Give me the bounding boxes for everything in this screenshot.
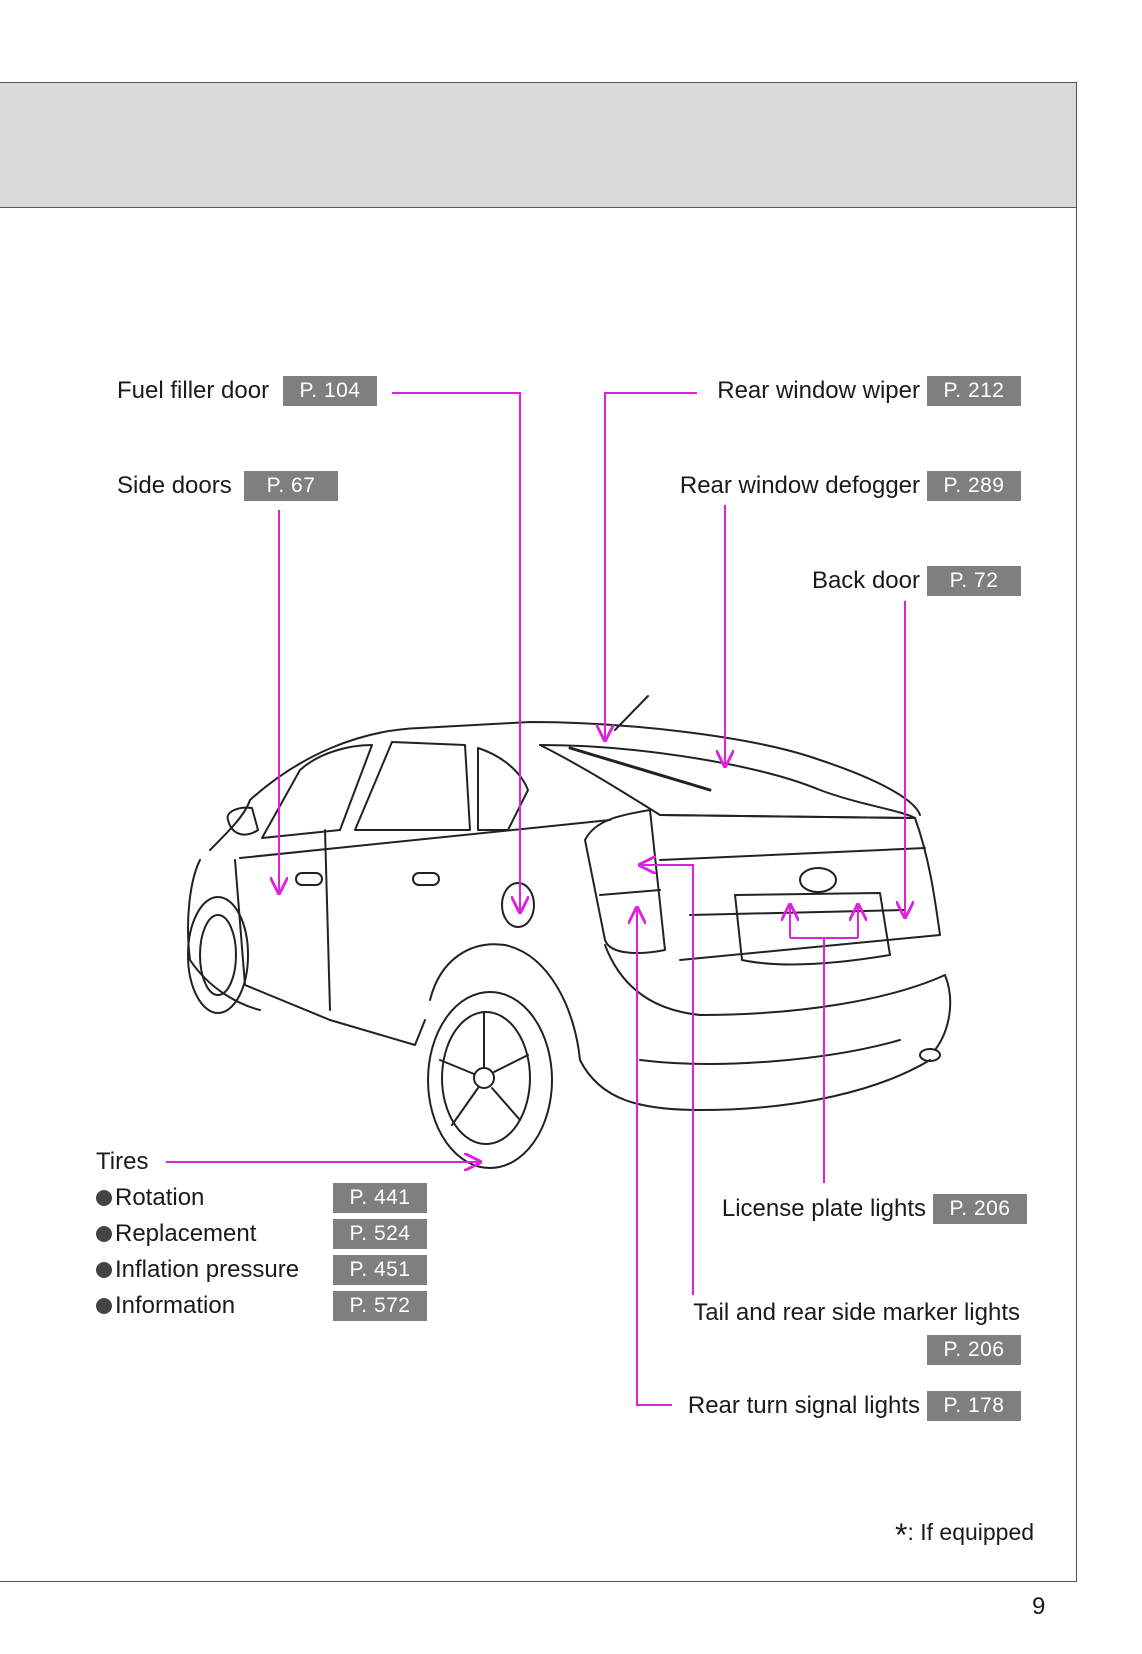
license-plate-lights-label: License plate lights bbox=[721, 1195, 926, 1222]
page-frame-bottom bbox=[0, 1581, 1077, 1582]
tires-item-label: Inflation pressure bbox=[115, 1256, 300, 1283]
asterisk-symbol: * bbox=[895, 1517, 908, 1553]
rear-window-defogger-label: Rear window defogger bbox=[679, 472, 920, 499]
tires-item-information: Information bbox=[96, 1291, 235, 1321]
rear-window-wiper-page-tag[interactable]: P. 212 bbox=[927, 376, 1021, 406]
rear-turn-signal-page-tag[interactable]: P. 178 bbox=[927, 1391, 1021, 1421]
license-plate-lights-page-tag[interactable]: P. 206 bbox=[933, 1194, 1027, 1224]
tires-item-label: Information bbox=[115, 1292, 236, 1319]
tires-information-page-tag[interactable]: P. 572 bbox=[333, 1291, 427, 1321]
rear-turn-signal-label: Rear turn signal lights bbox=[687, 1392, 920, 1419]
leader-lines bbox=[166, 392, 905, 1406]
page-frame-right bbox=[1076, 82, 1077, 1582]
bullet-icon bbox=[96, 1298, 112, 1314]
bullet-icon bbox=[96, 1190, 112, 1206]
tail-lights-page-tag[interactable]: P. 206 bbox=[927, 1335, 1021, 1365]
rear-window-wiper-label: Rear window wiper bbox=[717, 377, 920, 404]
tires-item-label: Rotation bbox=[115, 1184, 205, 1211]
bullet-icon bbox=[96, 1226, 112, 1242]
tires-inflation-page-tag[interactable]: P. 451 bbox=[333, 1255, 427, 1285]
back-door-label: Back door bbox=[811, 567, 920, 594]
bullet-icon bbox=[96, 1262, 112, 1278]
back-door-page-tag[interactable]: P. 72 bbox=[927, 566, 1021, 596]
tires-item-label: Replacement bbox=[115, 1220, 257, 1247]
rear-window-defogger-page-tag[interactable]: P. 289 bbox=[927, 471, 1021, 501]
car-outline bbox=[187, 695, 952, 1169]
footnote: *: If equipped bbox=[895, 1517, 1035, 1553]
fuel-filler-door-page-tag[interactable]: P. 104 bbox=[283, 376, 377, 406]
tires-item-rotation: Rotation bbox=[96, 1183, 204, 1213]
tires-item-replacement: Replacement bbox=[96, 1219, 256, 1249]
page-number: 9 bbox=[1032, 1593, 1046, 1620]
tires-rotation-page-tag[interactable]: P. 441 bbox=[333, 1183, 427, 1213]
tires-heading: Tires bbox=[96, 1148, 149, 1175]
tires-replacement-page-tag[interactable]: P. 524 bbox=[333, 1219, 427, 1249]
side-doors-page-tag[interactable]: P. 67 bbox=[244, 471, 338, 501]
footnote-text: : If equipped bbox=[907, 1519, 1035, 1545]
header-band bbox=[0, 82, 1077, 208]
fuel-filler-door-label: Fuel filler door bbox=[117, 377, 270, 404]
tail-lights-label: Tail and rear side marker lights bbox=[693, 1299, 1020, 1326]
side-doors-label: Side doors bbox=[117, 472, 232, 499]
tires-item-inflation-pressure: Inflation pressure bbox=[96, 1255, 299, 1285]
